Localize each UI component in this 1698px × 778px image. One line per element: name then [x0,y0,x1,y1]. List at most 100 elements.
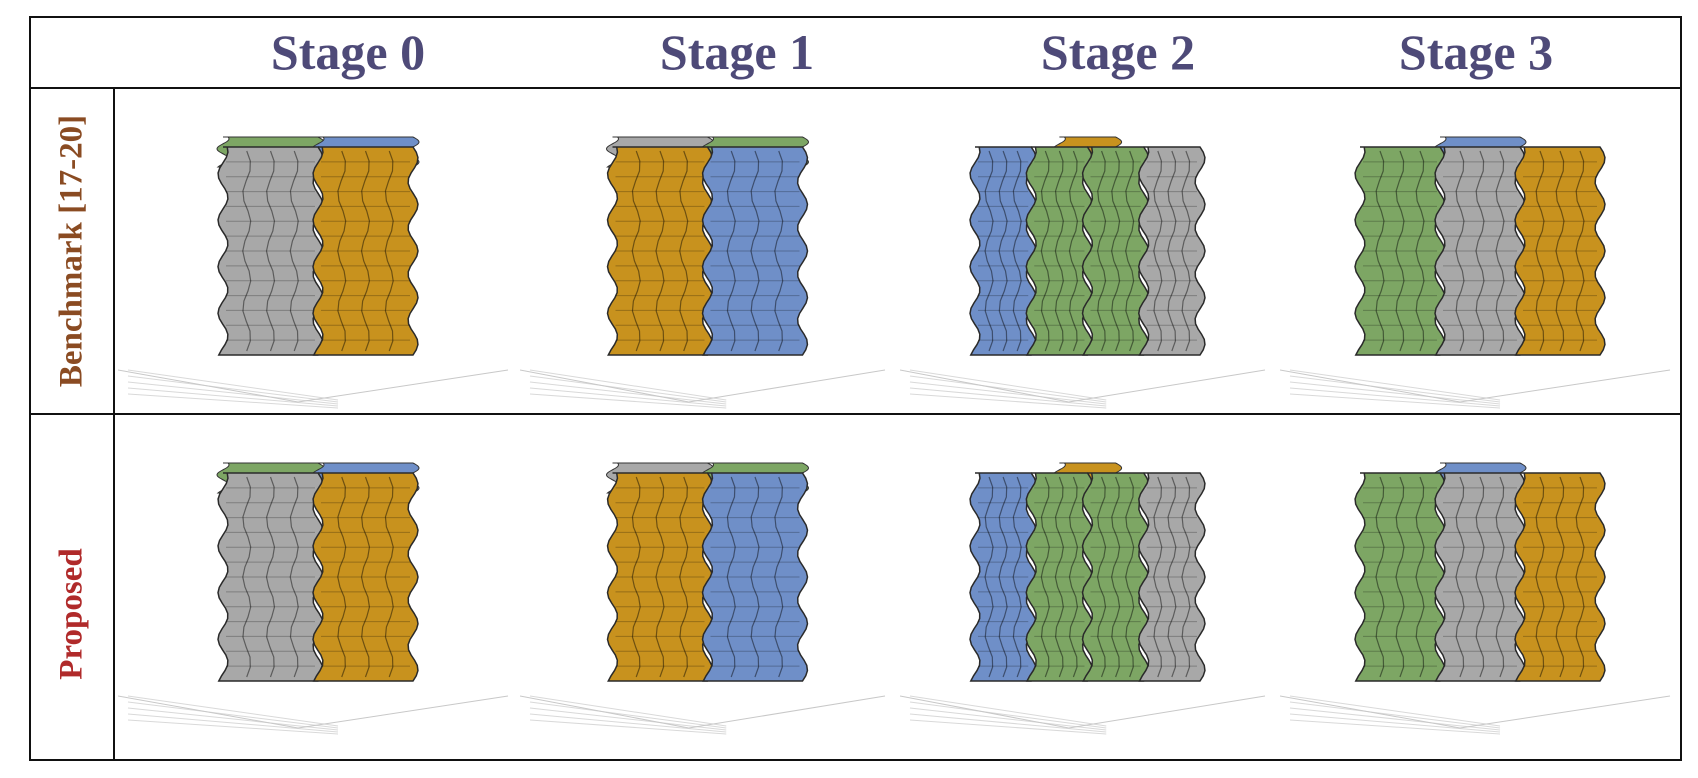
fold-line [1125,150,1135,352]
panel-orange [312,472,419,682]
fold-line [1455,150,1465,352]
grid-line [529,375,727,403]
grid-line [1289,713,1501,733]
fold-line [774,150,784,352]
fold-line [384,150,394,352]
grid-line [909,707,1107,731]
fold-line [1535,150,1545,352]
grid-line [529,369,727,401]
axis-grid [118,695,509,735]
shape-proposed-stage-2 [900,418,1275,736]
axis-line [118,369,299,403]
fold-line [337,150,347,352]
grid-line [127,707,339,731]
fold-line [242,150,252,352]
axis-line [900,369,1069,403]
axis-grid [118,369,509,409]
fold-line [242,476,252,678]
stage-3-header: Stage 3 [1398,24,1554,80]
axis-line [118,695,299,729]
grid-line [127,695,339,727]
figure-frame [29,16,1682,761]
fold-line [1475,150,1485,352]
grid-line [127,375,339,403]
mesh-figure [1280,462,1671,735]
grid-line [1289,381,1501,405]
shape-benchmark-stage-3 [1280,92,1680,410]
fold-line [1455,476,1465,678]
panel-blue [701,472,809,682]
fold-line [1054,150,1064,352]
fold-line [1125,476,1135,678]
mesh-figure [118,136,509,409]
axis-line [1068,695,1266,729]
shape-benchmark-stage-1 [520,92,895,410]
axis-line [688,695,886,729]
grid-line [1289,393,1501,409]
grid-line [909,387,1107,407]
fold-line [1111,150,1121,352]
fold-line [750,476,760,678]
fold-line [360,476,371,678]
grid-line [909,713,1107,733]
fold-line [726,476,736,678]
fold-line [655,476,665,678]
fold-line [1181,476,1191,678]
fold-line [750,150,760,352]
fold-line [1495,476,1505,678]
fold-line [360,150,371,352]
fold-line [1167,476,1177,678]
fold-line [1475,476,1485,678]
fold-line [1068,476,1079,678]
fold-line [774,476,784,678]
fold-line [384,476,394,678]
fold-line [998,150,1008,352]
panel-gray [1137,146,1206,356]
axis-line [297,695,509,729]
grid-line [127,719,339,735]
fold-line [1153,150,1163,352]
grid-line [529,701,727,729]
fold-line [1054,476,1064,678]
fold-line [1375,476,1385,678]
fold-line [998,476,1008,678]
label-column-divider [113,87,115,761]
fold-line [1153,476,1163,678]
stage-1-header: Stage 1 [659,24,815,80]
panel-orange [1514,146,1606,356]
grid-line [529,387,727,407]
axis-line [900,695,1069,729]
axis-line [520,369,689,403]
fold-line [1375,150,1385,352]
grid-line [127,701,339,729]
fold-line [1495,150,1505,352]
shape-benchmark-stage-0 [118,92,518,410]
fold-line [984,150,994,352]
grid-line [529,381,727,405]
grid-line [127,381,339,405]
header-divider [29,87,1682,89]
grid-line [529,713,727,733]
mesh-figure [520,136,886,409]
axis-line [1459,695,1671,729]
axis-line [1068,369,1266,403]
axis-line [297,369,509,403]
fold-line [1040,150,1050,352]
grid-line [1289,701,1501,729]
fold-line [1012,476,1022,678]
fold-line [679,476,689,678]
mesh-figure [118,462,509,735]
stage-0-header: Stage 0 [270,24,426,80]
grid-line [909,701,1107,729]
fold-line [289,476,299,678]
fold-line [1111,476,1121,678]
grid-line [127,387,339,407]
grid-line [529,707,727,731]
shape-proposed-stage-3 [1280,418,1680,736]
row-divider [29,413,1682,415]
axis-grid [1280,695,1671,735]
shape-benchmark-stage-2 [900,92,1275,410]
stage-2-header: Stage 2 [1040,24,1196,80]
grid-line [1289,387,1501,407]
grid-line [1289,695,1501,727]
